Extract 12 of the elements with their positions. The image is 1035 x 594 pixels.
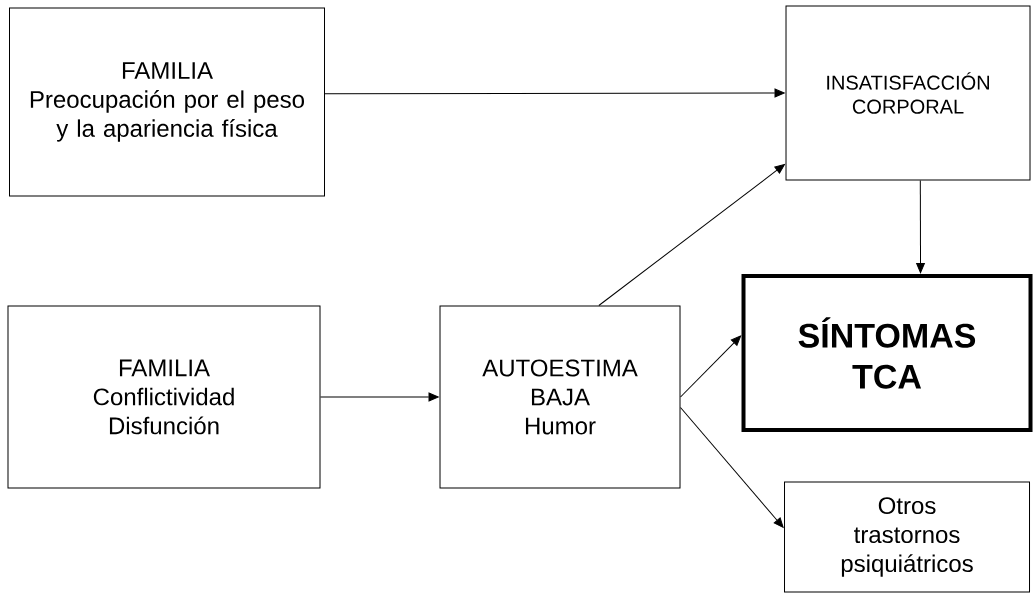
process-box: AUTOESTIMA BAJA Humor bbox=[439, 305, 681, 489]
process-box: FAMILIA Preocupación por el peso y la apariencia física bbox=[9, 7, 325, 197]
process-box: INSATISFACCIÓN CORPORAL bbox=[785, 5, 1031, 181]
arrow bbox=[598, 164, 785, 306]
arrow bbox=[324, 88, 785, 98]
arrow bbox=[916, 180, 925, 274]
process-box: Otros trastornos psiquiátricos bbox=[784, 481, 1030, 593]
arrow bbox=[680, 335, 742, 398]
arrow bbox=[680, 407, 784, 528]
process-box: FAMILIA Conflictividad Disfunción bbox=[7, 305, 321, 489]
highlighted-box: SÍNTOMAS TCA bbox=[741, 274, 1033, 432]
arrow bbox=[320, 392, 439, 402]
